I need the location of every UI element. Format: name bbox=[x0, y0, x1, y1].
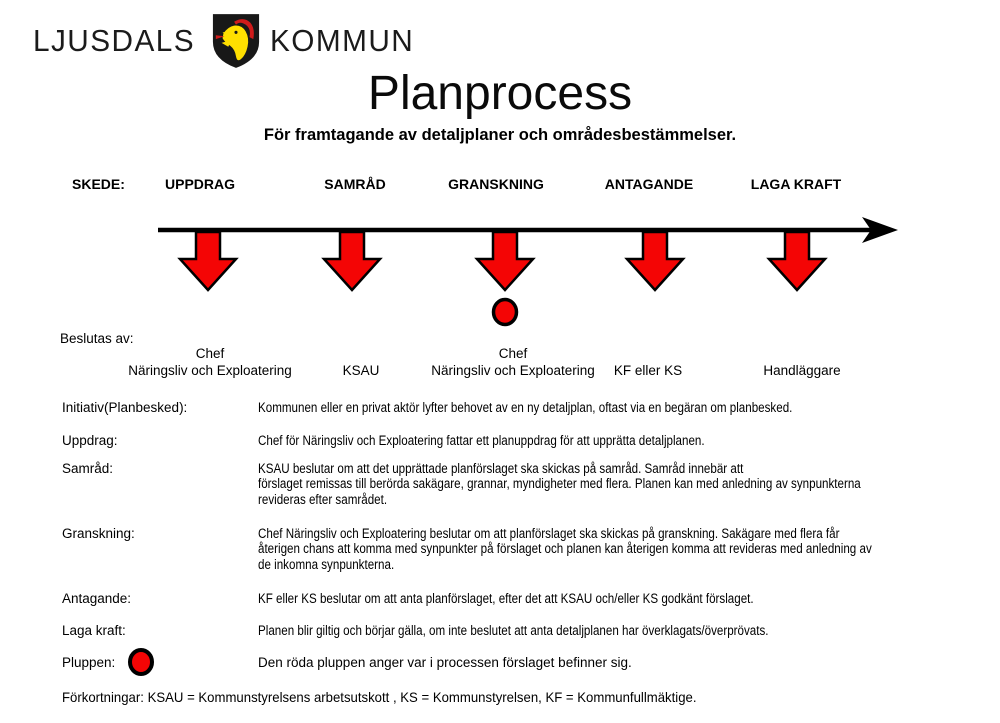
row-text-lagakraft-body: Planen blir giltig och börjar gälla, om … bbox=[258, 623, 769, 638]
row-text-initiativ-body: Kommunen eller en privat aktör lyfter be… bbox=[258, 400, 793, 415]
row-label-granskning: Granskning: bbox=[62, 526, 135, 541]
row-label-uppdrag: Uppdrag: bbox=[62, 433, 118, 448]
footer-abbreviations: Förkortningar: KSAU = Kommunstyrelsens a… bbox=[62, 689, 697, 705]
logo-word-right: KOMMUN bbox=[269, 23, 415, 58]
row-text-lagakraft: Planen blir giltig och börjar gälla, om … bbox=[258, 623, 852, 638]
decided-by-lagakraft: Handläggare bbox=[763, 363, 841, 378]
decided-by-label: Beslutas av: bbox=[60, 331, 134, 346]
kommun-logo: LJUSDALS KOMMUN bbox=[33, 12, 420, 70]
row-label-samrad: Samråd: bbox=[62, 461, 114, 476]
decided-by-samrad: KSAU bbox=[342, 363, 380, 378]
stage-arrow-icon-antagande bbox=[624, 230, 686, 292]
skede-label: SKEDE: bbox=[72, 176, 125, 192]
current-position-marker-icon bbox=[491, 297, 519, 327]
stage-label-lagakraft: LAGA KRAFT bbox=[750, 176, 842, 192]
stage-label-samrad: SAMRÅD bbox=[324, 176, 386, 192]
stage-label-uppdrag: UPPDRAG bbox=[164, 176, 236, 192]
logo-word-left: LJUSDALS bbox=[33, 23, 196, 58]
row-text-pluppen: Den röda pluppen anger var i processen f… bbox=[258, 655, 632, 670]
row-text-uppdrag-body: Chef för Näringsliv och Exploatering fat… bbox=[258, 433, 705, 448]
row-text-uppdrag: Chef för Näringsliv och Exploatering fat… bbox=[258, 433, 777, 448]
decided-by-uppdrag: Chef Näringsliv och Exploatering bbox=[128, 346, 292, 378]
decided-by-antagande: KF eller KS bbox=[613, 363, 683, 378]
row-text-granskning: Chef Näringsliv och Exploatering besluta… bbox=[258, 526, 972, 572]
stage-arrow-icon-uppdrag bbox=[177, 230, 239, 292]
row-text-granskning-body: Chef Näringsliv och Exploatering besluta… bbox=[258, 526, 872, 572]
municipal-coat-of-arms-icon bbox=[212, 14, 259, 68]
timeline-axis-arrow bbox=[158, 217, 898, 243]
row-label-lagakraft: Laga kraft: bbox=[62, 623, 126, 638]
row-text-antagande: KF eller KS beslutar om att anta planför… bbox=[258, 591, 834, 606]
stage-arrow-icon-lagakraft bbox=[766, 230, 828, 292]
page-title: Planprocess bbox=[367, 67, 633, 120]
row-text-initiativ: Kommunen eller en privat aktör lyfter be… bbox=[258, 400, 879, 415]
row-label-initiativ: Initiativ(Planbesked): bbox=[62, 400, 188, 415]
page-subtitle: För framtagande av detaljplaner och områ… bbox=[263, 126, 737, 144]
decided-by-granskning: Chef Näringsliv och Exploatering bbox=[431, 346, 595, 378]
stage-arrow-icon-samrad bbox=[321, 230, 383, 292]
row-text-antagande-body: KF eller KS beslutar om att anta planför… bbox=[258, 591, 754, 606]
stage-label-granskning: GRANSKNING bbox=[448, 176, 544, 192]
row-label-pluppen: Pluppen: bbox=[62, 655, 116, 670]
stage-arrow-icon-granskning bbox=[474, 230, 536, 292]
row-text-samrad-body: KSAU beslutar om att det upprättade plan… bbox=[258, 461, 861, 507]
row-text-samrad: KSAU beslutar om att det upprättade plan… bbox=[258, 461, 959, 507]
timeline-diagram bbox=[158, 217, 898, 327]
plupp-legend-icon bbox=[128, 648, 154, 676]
row-label-antagande: Antagande: bbox=[62, 591, 132, 606]
stage-label-antagande: ANTAGANDE bbox=[604, 176, 694, 192]
